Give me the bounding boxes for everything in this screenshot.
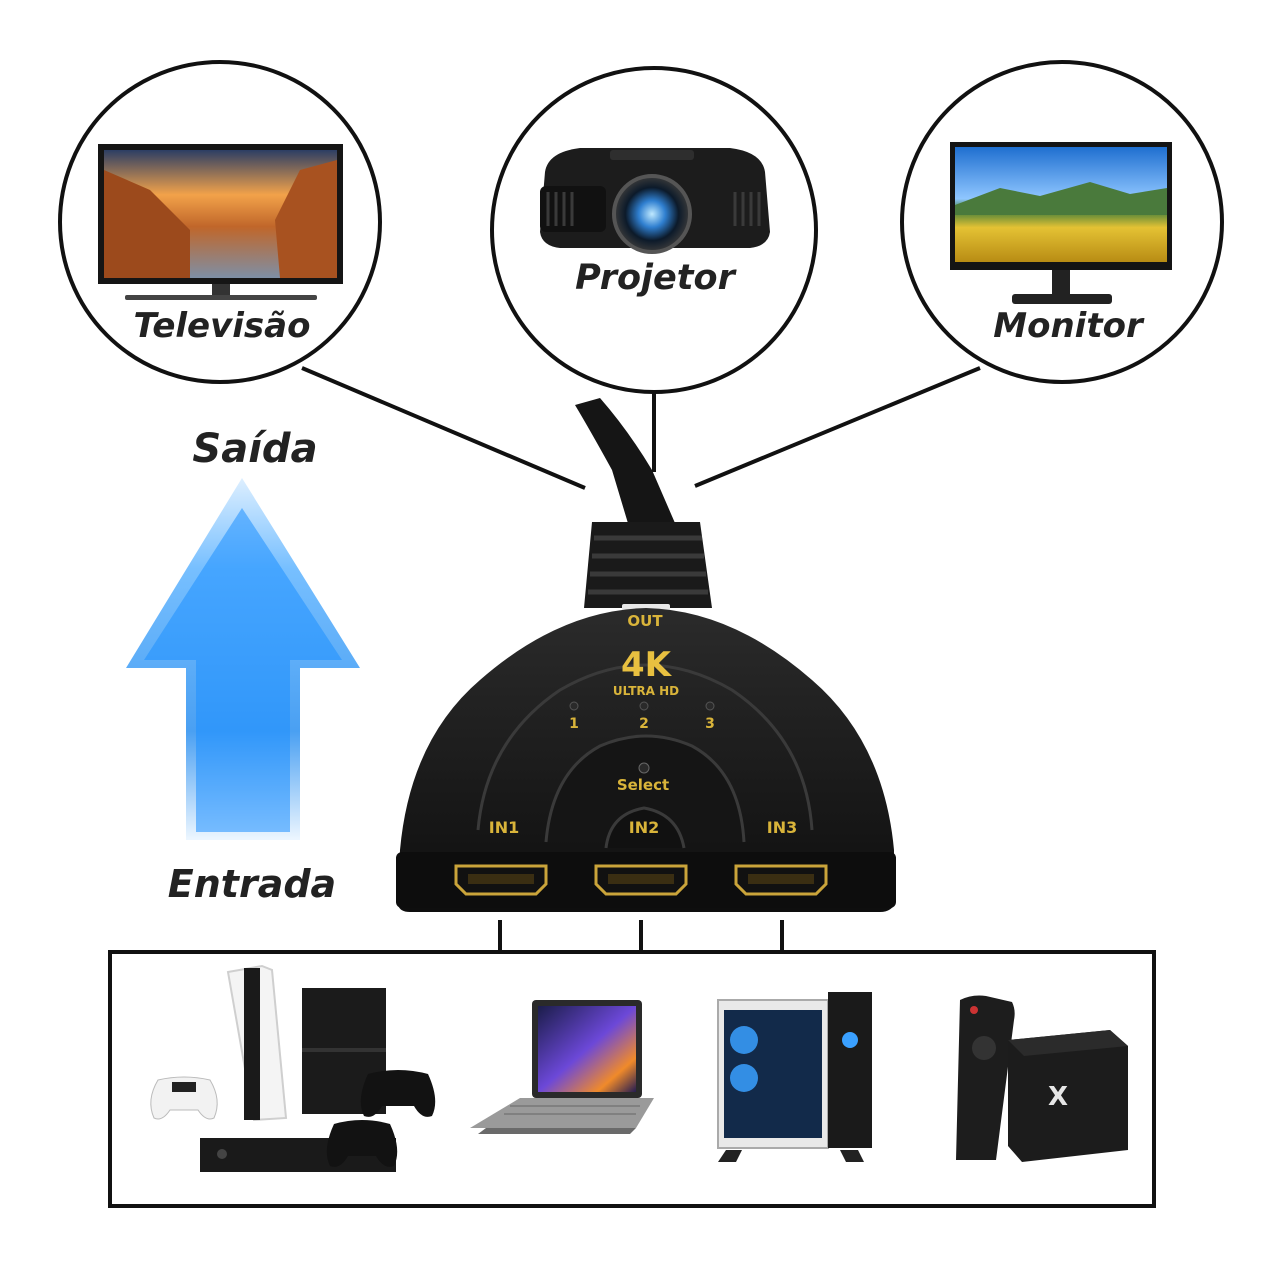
output-connector-lines [301,366,981,490]
badge-ultra-hd: ULTRA HD [612,684,680,698]
input-connector-lines [498,920,784,952]
in3-port-label: IN3 [766,818,798,837]
projector-circle [490,66,818,394]
projector-label: Projetor [575,258,735,298]
tv-label: Televisão [133,306,311,346]
monitor-label: Monitor [993,306,1143,346]
output-flow-label: Saída [192,426,318,472]
laptop-icon [470,1000,654,1134]
in1-port-label: IN1 [488,818,520,837]
desktop-pc-icon [717,992,872,1162]
led-label-1: 1 [569,716,579,732]
hdmi-port-in3-icon [734,864,828,896]
hdmi-port-in1-icon [454,864,548,896]
select-button-icon [638,762,650,774]
tv-circle [58,60,382,384]
input-flow-label: Entrada [167,862,337,906]
led-label-2: 2 [639,716,649,732]
upward-arrow-icon [126,478,360,840]
in2-port-label: IN2 [628,818,660,837]
led-label-3: 3 [705,716,715,732]
select-label: Select [616,776,670,794]
game-consoles-icon [150,964,436,1172]
monitor-icon [950,142,1172,304]
monitor-circle [900,60,1224,384]
line-to-tv [301,366,586,490]
projector-icon [540,148,770,254]
line-to-monitor [694,366,981,488]
hdmi-switch-device [396,398,896,912]
badge-4k: 4K [620,645,671,685]
tv-box-icon [956,995,1128,1162]
hdmi-port-in2-icon [594,864,688,896]
tv-box-logo: X [1047,1082,1069,1112]
projector-lens-icon [612,174,692,254]
out-port-label: OUT [627,612,663,630]
